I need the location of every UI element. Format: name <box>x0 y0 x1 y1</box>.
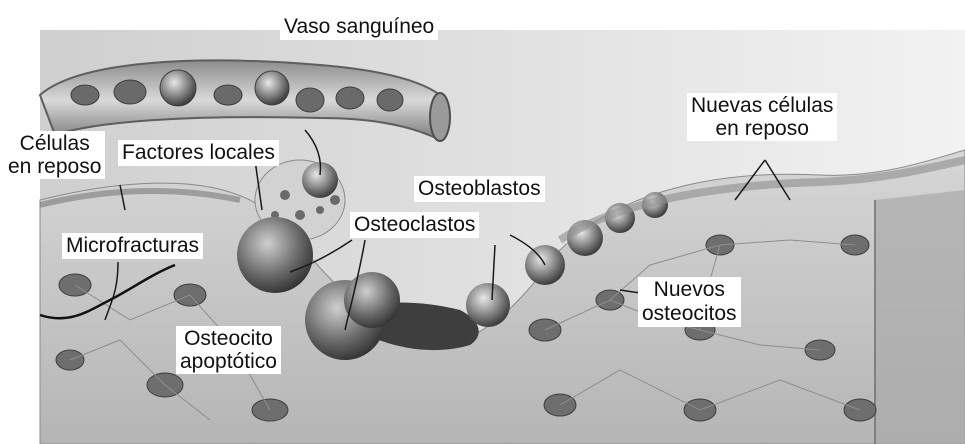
label-blood-vessel: Vaso sanguíneo <box>280 14 438 40</box>
label-resting-cells: Células en reposo <box>4 131 105 179</box>
label-osteoblasts: Osteoblastos <box>414 176 545 202</box>
label-apoptotic-osteocyte: Osteocito apoptótico <box>176 326 281 374</box>
label-local-factors: Factores locales <box>118 140 279 166</box>
label-new-resting-cells: Nuevas células en reposo <box>687 93 837 141</box>
label-osteoclasts: Osteoclastos <box>350 212 479 238</box>
label-new-osteocytes: Nuevos osteocitos <box>638 277 741 327</box>
label-microfractures: Microfracturas <box>62 233 203 259</box>
